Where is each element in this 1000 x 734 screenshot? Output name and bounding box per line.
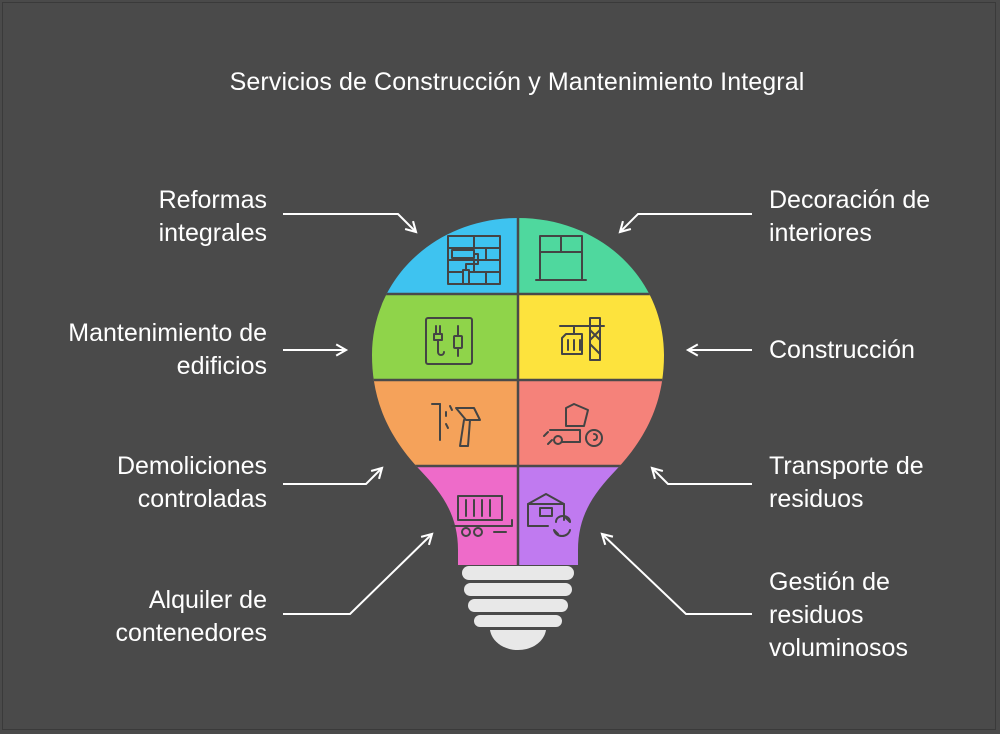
- arrow-demoliciones: [283, 466, 384, 485]
- segment-reformas: [372, 218, 518, 294]
- renovation-icon: [447, 235, 501, 285]
- label-reformas-integrales: Reformas integrales: [158, 186, 267, 247]
- hammer-icon: [431, 403, 481, 447]
- bulb-segments: [372, 218, 664, 565]
- segment-mantenimiento: [372, 294, 518, 380]
- window-icon: [535, 235, 587, 281]
- tractor-icon: [543, 403, 603, 447]
- diagram-title: Servicios de Construcción y Mantenimient…: [229, 68, 805, 96]
- segment-alquiler: [372, 466, 518, 565]
- recycle-box-icon: [527, 493, 571, 537]
- arrow-alquiler: [283, 532, 434, 615]
- label-construccion: Construcción: [769, 336, 915, 364]
- arrow-reformas: [283, 213, 418, 234]
- arrow-transporte: [650, 466, 752, 485]
- bulb-base: [462, 566, 574, 650]
- label-transporte-residuos: Transporte de residuos: [769, 452, 924, 513]
- arrow-gestion: [600, 532, 752, 615]
- electrical-panel-icon: [425, 317, 473, 365]
- connector-arrows: [283, 213, 752, 615]
- label-alquiler-contenedores: Alquiler de contenedores: [115, 586, 267, 647]
- label-demoliciones-controladas: Demoliciones controladas: [116, 452, 267, 513]
- container-truck-icon: [451, 495, 513, 537]
- crane-icon: [559, 317, 605, 361]
- label-gestion-residuos: Gestión de residuos voluminosos: [769, 568, 908, 662]
- label-mantenimiento-edificios: Mantenimiento de edificios: [68, 319, 267, 380]
- label-decoracion-interiores: Decoración de interiores: [769, 186, 931, 247]
- arrow-decoracion: [618, 213, 752, 234]
- segment-transporte: [518, 380, 664, 466]
